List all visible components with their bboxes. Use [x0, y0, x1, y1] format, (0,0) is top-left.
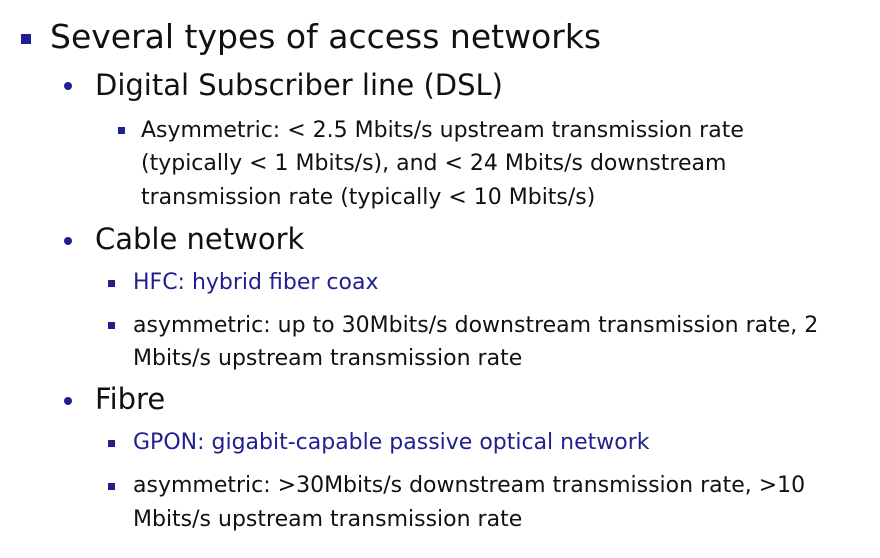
cable-point-line-2: Mbits/s upstream transmission rate [133, 346, 523, 371]
section-title-dsl: Digital Subscriber line (DSL) [95, 68, 503, 102]
fibre-point-line-2: Mbits/s upstream transmission rate [133, 507, 523, 532]
cable-point-line-1: asymmetric: up to 30Mbits/s downstream t… [133, 313, 819, 338]
square-bullet-icon [118, 127, 125, 134]
fibre-gpon-line: GPON: gigabit-capable passive optical ne… [133, 430, 650, 455]
section-title-fibre: Fibre [95, 382, 166, 416]
square-bullet-icon [108, 440, 115, 447]
round-bullet-icon [64, 397, 72, 405]
dsl-point-line-3: transmission rate (typically < 10 Mbits/… [141, 185, 596, 210]
square-bullet-icon [108, 280, 115, 287]
dsl-point-line-1: Asymmetric: < 2.5 Mbits/s upstream trans… [141, 118, 744, 143]
slide-heading: Several types of access networks [50, 17, 602, 56]
cable-hfc-line: HFC: hybrid fiber coax [133, 270, 379, 295]
square-bullet-icon [21, 34, 31, 44]
round-bullet-icon [64, 82, 72, 90]
section-title-cable: Cable network [95, 222, 305, 256]
square-bullet-icon [108, 483, 115, 490]
dsl-point-line-2: (typically < 1 Mbits/s), and < 24 Mbits/… [141, 151, 727, 176]
fibre-point-line-1: asymmetric: >30Mbits/s downstream transm… [133, 473, 806, 498]
round-bullet-icon [64, 237, 72, 245]
square-bullet-icon [108, 322, 115, 329]
